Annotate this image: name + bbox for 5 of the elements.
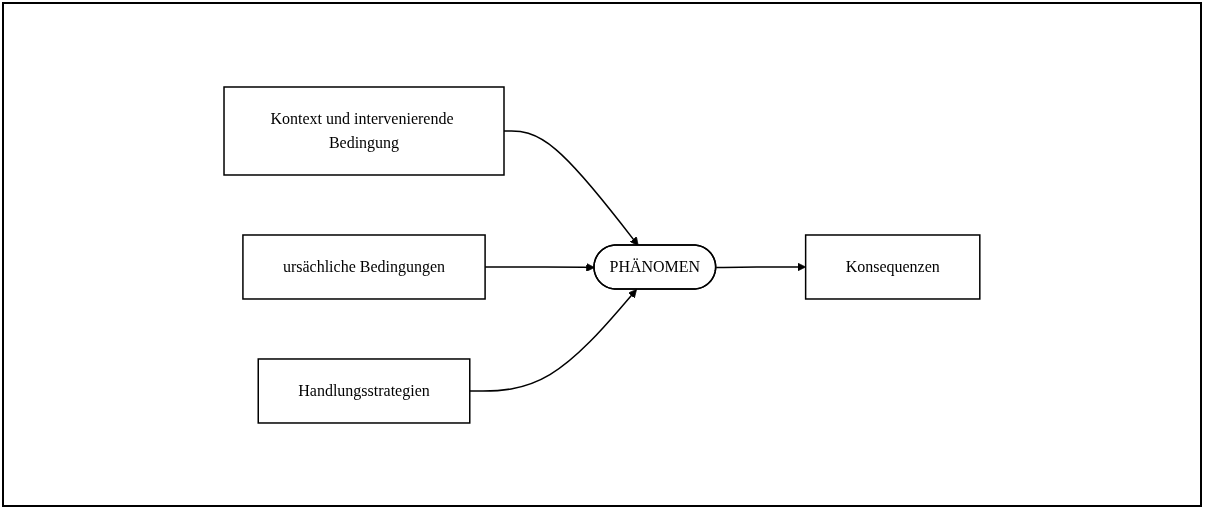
arrow [469, 288, 637, 392]
node-box: ursächliche Bedingungen [242, 233, 486, 300]
node-box: Konsequenzen [804, 233, 981, 300]
node-box: Kontext und intervenierende Bedingung [223, 85, 505, 176]
node-box: Handlungsstrategien [257, 357, 471, 424]
